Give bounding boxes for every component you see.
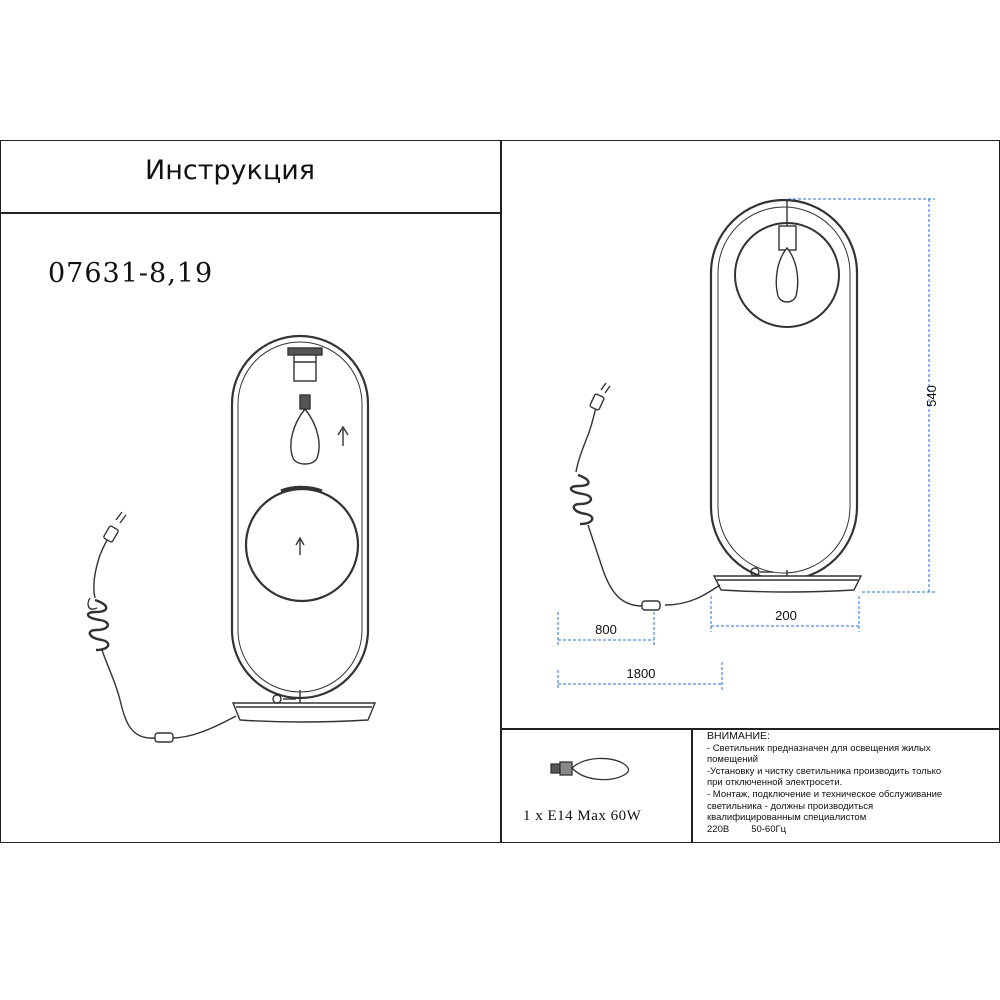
cord-total-label: 1800 bbox=[627, 666, 656, 681]
bulb-spec-text: 1 x E14 Max 60W bbox=[523, 808, 642, 824]
power-specs: 220В 50-60Гц bbox=[707, 824, 992, 836]
notice-line: светильника - должны производиться bbox=[707, 800, 874, 812]
model-number: 07631-8,19 bbox=[48, 258, 214, 289]
assembled-oval-inner bbox=[717, 206, 851, 574]
notice-line: -Установку и чистку светильника производ… bbox=[707, 765, 942, 777]
warning-notice: ВНИМАНИЕ: - Светильник предназначен для … bbox=[707, 730, 992, 836]
notice-line: квалифицированным специалистом bbox=[707, 812, 867, 824]
socket-icon bbox=[287, 347, 323, 382]
cord-to-switch-label: 800 bbox=[595, 622, 617, 637]
lamp-base bbox=[231, 694, 377, 723]
spec-column-divider bbox=[691, 728, 693, 843]
notice-line: при отключенной электросети. bbox=[707, 777, 843, 789]
notice-line: - Монтаж, подключение и техническое обсл… bbox=[707, 788, 943, 800]
arrow-up-icon bbox=[337, 425, 349, 446]
exploded-lamp-view bbox=[86, 334, 377, 743]
plug-icon bbox=[103, 511, 127, 543]
spec-divider bbox=[500, 728, 1000, 730]
assembled-socket bbox=[778, 225, 797, 251]
candle-bulb-icon bbox=[290, 394, 320, 465]
notice-heading: ВНИМАНИЕ: bbox=[707, 730, 770, 742]
frequency-value: 50-60Гц bbox=[751, 823, 787, 835]
base-width-label: 200 bbox=[775, 608, 797, 623]
page-title: Инструкция bbox=[145, 155, 316, 186]
power-cord bbox=[86, 511, 237, 743]
e14-bulb-icon bbox=[550, 757, 630, 781]
notice-line: - Светильник предназначен для освещения … bbox=[707, 742, 931, 754]
assembled-plug bbox=[589, 393, 605, 411]
cord-coil bbox=[86, 597, 110, 652]
glass-globe-icon bbox=[244, 485, 360, 603]
dimension-lines bbox=[557, 198, 935, 690]
notice-line: помещений bbox=[707, 754, 759, 766]
assembled-lamp-view bbox=[569, 198, 863, 611]
center-divider bbox=[500, 140, 502, 843]
assembled-switch bbox=[641, 600, 661, 611]
assembled-coil bbox=[569, 473, 594, 526]
inline-switch bbox=[154, 732, 174, 743]
height-dimension-label: 540 bbox=[924, 385, 939, 407]
assembled-base bbox=[712, 575, 863, 593]
voltage-value: 220В bbox=[707, 823, 730, 835]
title-divider bbox=[0, 212, 500, 214]
assembled-bulb bbox=[775, 246, 799, 303]
